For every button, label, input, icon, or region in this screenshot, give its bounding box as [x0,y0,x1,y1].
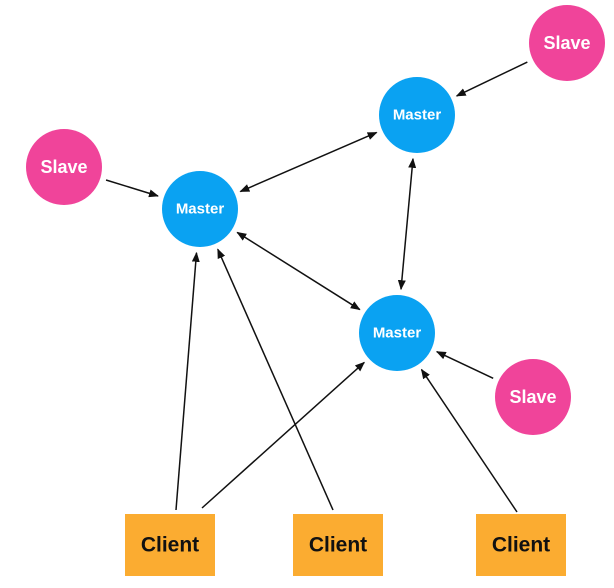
edge-client-left-to-master-bottom-right [201,361,365,509]
edge-master-left-to-master-bottom-right [236,231,361,311]
edges [105,61,528,513]
edge-master-left-to-master-top-right [239,131,378,193]
edge-slave-left-to-master-left [105,179,159,198]
master-node-label: Master [393,107,442,124]
slave-node-label: Slave [509,387,556,407]
edge-client-middle-to-master-left [217,248,334,511]
slave-node-bottom-right: Slave [495,359,571,435]
client-node-middle: Client [293,514,383,576]
edge-slave-top-right-to-master-top-right [455,61,528,97]
slave-node-left: Slave [26,129,102,205]
slave-node-top-right: Slave [529,5,605,81]
edge-slave-bottom-right-to-master-bottom-right [435,351,494,379]
edge-master-top-right-to-master-bottom-right [397,157,417,291]
master-node-bottom-right: Master [359,295,435,371]
edge-client-right-to-master-bottom-right [420,368,518,513]
client-node-label: Client [141,534,199,557]
client-node-label: Client [492,534,550,557]
slave-node-label: Slave [543,33,590,53]
master-node-label: Master [176,201,225,218]
client-node-right: Client [476,514,566,576]
master-node-label: Master [373,325,422,342]
client-node-left: Client [125,514,215,576]
master-node-top-right: Master [379,77,455,153]
client-node-label: Client [309,534,367,557]
edge-client-left-to-master-left [175,251,200,511]
master-node-left: Master [162,171,238,247]
slave-node-label: Slave [40,157,87,177]
